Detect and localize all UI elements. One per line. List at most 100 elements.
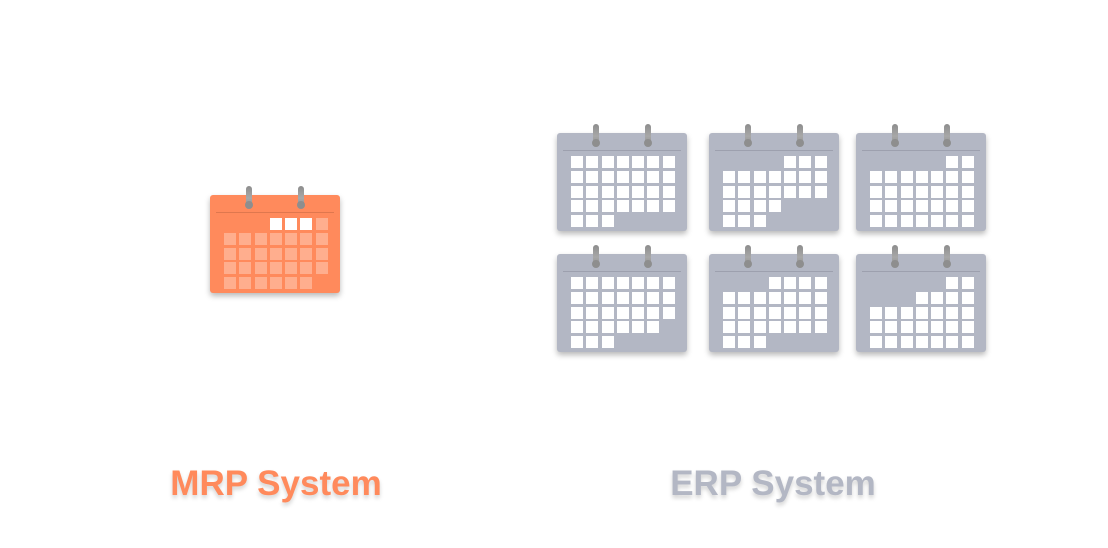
calendar-day-cell <box>647 277 660 289</box>
calendar-day-cell <box>799 336 811 348</box>
calendar-day-cell <box>961 200 974 213</box>
calendar-day-cell <box>799 291 812 304</box>
calendar-day-cell <box>885 306 898 319</box>
calendar-day-cell <box>870 306 882 319</box>
calendar-ring-icon <box>644 245 652 268</box>
calendar-day-cell <box>900 215 913 228</box>
calendar-day-cell <box>586 291 599 304</box>
calendar-ring-icon <box>796 124 804 147</box>
calendar-day-cell <box>885 185 898 198</box>
calendar-day-cell <box>723 277 735 289</box>
calendar-day-cell <box>870 170 882 183</box>
calendar-day-cell <box>586 215 599 228</box>
calendar-day-cell <box>931 170 944 183</box>
calendar-day-cell <box>254 277 267 290</box>
calendar-day-cell <box>946 306 959 319</box>
calendar-day-cell <box>632 306 645 319</box>
calendar-day-cell <box>946 277 959 289</box>
calendar-day-cell <box>815 215 827 227</box>
calendar-day-cell <box>269 262 282 275</box>
calendar-day-cell <box>784 321 797 334</box>
calendar-day-cell <box>799 200 811 212</box>
calendar-day-cell <box>723 336 735 349</box>
calendar-day-cell <box>784 306 797 319</box>
calendar-day-cell <box>768 291 781 304</box>
calendar-day-cell <box>784 277 797 289</box>
calendar-day-cell <box>255 218 267 230</box>
calendar-day-cell <box>946 336 959 349</box>
calendar-day-cell <box>647 215 659 227</box>
calendar-day-cell <box>931 200 944 213</box>
calendar-day-cell <box>931 215 944 228</box>
calendar-day-cell <box>586 277 599 289</box>
calendar-day-cell <box>799 170 812 183</box>
calendar-day-cell <box>931 156 943 168</box>
calendar-header-line <box>563 150 681 151</box>
calendar-ring-icon <box>943 124 951 147</box>
calendar-header-line <box>862 271 980 272</box>
calendar-day-cell <box>784 156 797 168</box>
calendar-day-cell <box>916 277 928 289</box>
calendar-header-line <box>715 150 833 151</box>
calendar-day-cell <box>946 156 959 168</box>
calendar-day-cell <box>601 321 614 334</box>
calendar-day-cell <box>617 215 629 227</box>
calendar-day-cell <box>300 232 313 245</box>
calendar-day-cell <box>784 336 796 348</box>
calendar-day-grid <box>571 156 675 228</box>
calendar-day-cell <box>753 215 766 228</box>
calendar-day-cell <box>799 321 812 334</box>
calendar-day-cell <box>315 218 328 230</box>
calendar-day-cell <box>315 247 328 260</box>
calendar-day-cell <box>900 200 913 213</box>
calendar-day-cell <box>814 170 827 183</box>
calendar-day-cell <box>814 306 827 319</box>
calendar-day-cell <box>723 170 735 183</box>
calendar-day-grid <box>571 277 675 349</box>
calendar-day-cell <box>571 156 583 168</box>
calendar-day-cell <box>285 277 298 290</box>
calendar-day-cell <box>753 185 766 198</box>
calendar-day-cell <box>870 277 882 289</box>
calendar-day-cell <box>269 247 282 260</box>
calendar-day-cell <box>723 215 735 228</box>
calendar-day-cell <box>900 170 913 183</box>
calendar-day-cell <box>961 306 974 319</box>
calendar-day-cell <box>900 185 913 198</box>
calendar-day-cell <box>254 232 267 245</box>
calendar-day-cell <box>723 185 735 198</box>
calendar-day-cell <box>601 336 614 349</box>
calendar-day-cell <box>738 336 751 349</box>
calendar-day-cell <box>269 277 282 290</box>
calendar-day-cell <box>663 336 675 348</box>
calendar-day-cell <box>753 306 766 319</box>
calendar-day-cell <box>662 170 675 183</box>
calendar-day-cell <box>738 215 751 228</box>
calendar-day-cell <box>946 200 959 213</box>
calendar-day-cell <box>662 306 675 319</box>
calendar-day-cell <box>663 215 675 227</box>
erp-calendar-icon-5 <box>709 245 839 352</box>
calendar-ring-icon <box>592 245 600 268</box>
calendar-day-cell <box>870 215 882 228</box>
calendar-day-cell <box>915 170 928 183</box>
calendar-day-cell <box>224 262 236 275</box>
calendar-day-cell <box>601 200 614 213</box>
calendar-ring-icon <box>744 124 752 147</box>
calendar-day-cell <box>224 277 236 290</box>
calendar-day-cell <box>571 321 583 334</box>
calendar-day-cell <box>632 185 645 198</box>
calendar-day-cell <box>601 185 614 198</box>
calendar-day-cell <box>754 156 766 168</box>
calendar-day-cell <box>616 156 629 168</box>
calendar-day-cell <box>961 321 974 334</box>
calendar-day-cell <box>662 291 675 304</box>
calendar-day-cell <box>901 292 913 304</box>
calendar-day-cell <box>616 291 629 304</box>
erp-system-label: ERP System <box>670 464 876 503</box>
calendar-day-cell <box>900 336 913 349</box>
calendar-day-cell <box>961 170 974 183</box>
calendar-day-cell <box>723 306 735 319</box>
calendar-day-cell <box>224 232 236 245</box>
calendar-day-cell <box>662 156 675 168</box>
